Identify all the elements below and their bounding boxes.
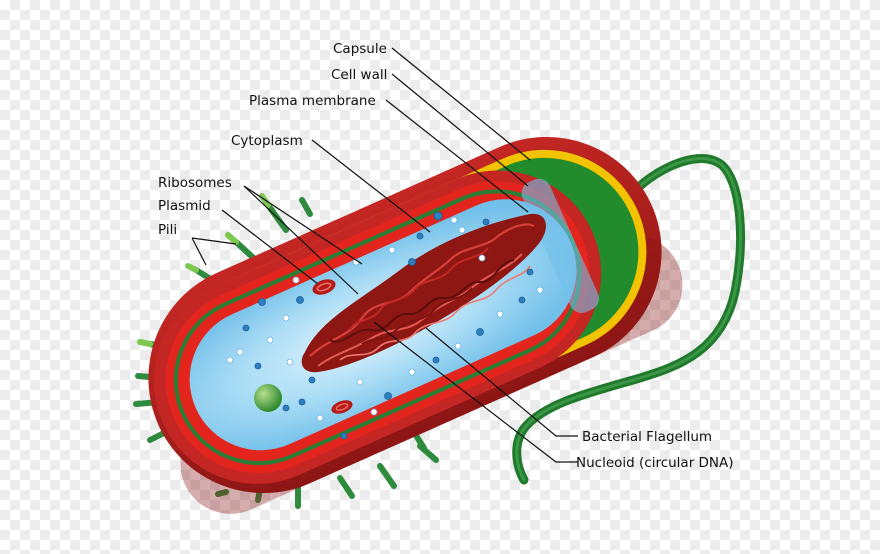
ribosome [356, 378, 364, 386]
leader-lines [191, 47, 578, 463]
ribosome [236, 348, 244, 356]
ribosome [292, 276, 300, 284]
ribosome [408, 258, 416, 266]
label-pili: Pili [158, 222, 177, 238]
ribosome [384, 392, 392, 400]
ribosome [296, 296, 304, 304]
ribosome [316, 414, 324, 422]
ribosome [282, 404, 290, 412]
ribosome [242, 324, 250, 332]
label-cytoplasm: Cytoplasm [231, 133, 303, 149]
labels: Capsule Cell wall Plasma membrane Cytopl… [158, 41, 734, 471]
label-plasmid: Plasmid [158, 198, 211, 214]
ribosome [282, 314, 290, 322]
label-ribosomes: Ribosomes [158, 175, 232, 191]
ribosome [433, 211, 443, 221]
label-plasma-membrane: Plasma membrane [249, 93, 376, 109]
ribosomes-group [226, 211, 544, 440]
pilus [215, 489, 229, 497]
ribosome [454, 342, 462, 350]
ribosome [408, 368, 416, 376]
nucleoid [301, 213, 546, 373]
label-bacterial-flagellum: Bacterial Flagellum [582, 429, 712, 445]
ribosome [226, 356, 234, 364]
plasmid [331, 400, 353, 414]
label-nucleoid: Nucleoid (circular DNA) [576, 455, 734, 471]
ribosome [496, 310, 504, 318]
ribosome [298, 398, 306, 406]
ribosome [476, 328, 484, 336]
ribosome [258, 298, 266, 306]
ribosome [254, 362, 262, 370]
plasmid [312, 279, 336, 295]
ribosome [536, 286, 544, 294]
ribosome [416, 232, 424, 240]
granule [254, 384, 282, 412]
pilus [299, 197, 313, 217]
pilus [337, 475, 355, 499]
ribosome [526, 268, 534, 276]
label-cell-wall: Cell wall [331, 67, 387, 83]
ribosome [432, 356, 440, 364]
ribosome [308, 376, 316, 384]
ribosome [458, 226, 466, 234]
ribosome [518, 296, 526, 304]
label-capsule: Capsule [333, 41, 387, 57]
ribosome [450, 216, 458, 224]
ribosome [388, 246, 396, 254]
ribosome [266, 336, 274, 344]
ribosome [370, 408, 378, 416]
ribosome [286, 358, 294, 366]
pilus [377, 463, 397, 489]
ribosome [340, 432, 348, 440]
ribosome [478, 254, 486, 262]
ribosome [482, 218, 490, 226]
